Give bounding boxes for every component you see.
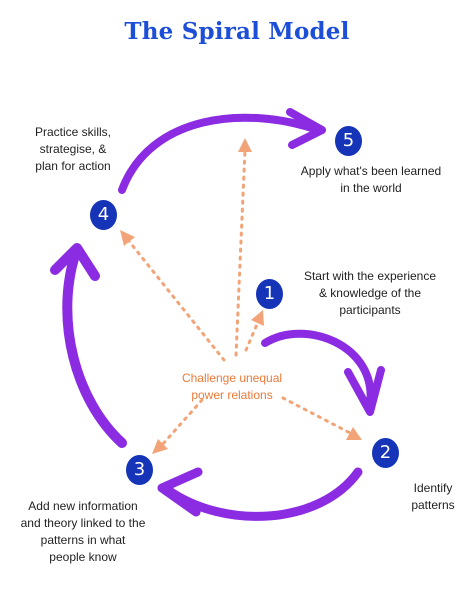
dotted-arrow-to-1 (244, 320, 260, 352)
dotted-arrowhead-5 (238, 138, 252, 152)
step-5-badge: 5 (335, 126, 362, 156)
dotted-arrowhead-3 (152, 439, 168, 454)
step-1-badge: 1 (256, 279, 283, 309)
step-2-badge: 2 (372, 438, 399, 468)
spiral-arrow-3-to-4 (62, 250, 127, 448)
dotted-arrow-to-5 (234, 148, 247, 357)
step-4-caption: Practice skills, strategise, & plan for … (34, 125, 111, 173)
spiral-arrows (50, 108, 385, 521)
arrowhead-3 (157, 467, 203, 517)
dotted-arrowhead-1 (251, 310, 264, 326)
dotted-arrowhead-4 (120, 230, 135, 246)
step-5-caption: Apply what's been learned in the world (300, 164, 442, 195)
arrowhead-4 (50, 243, 100, 281)
step-4-badge: 4 (90, 200, 117, 230)
spiral-arrow-1-to-2 (261, 329, 375, 409)
arrowhead-2 (344, 366, 385, 416)
step-3-caption: Add new information and theory linked to… (20, 499, 146, 564)
dotted-arrow-to-4 (126, 238, 226, 362)
dotted-arrow-to-2 (281, 396, 354, 436)
center-label: Challenge unequal power relations (181, 371, 283, 402)
step-3-badge: 3 (126, 455, 153, 485)
arrowhead-5 (286, 108, 326, 149)
dotted-arrow-to-3 (160, 398, 204, 447)
spiral-arrow-4-to-5 (118, 113, 322, 194)
spiral-arrow-2-to-3 (163, 467, 363, 521)
dotted-arrowhead-2 (346, 427, 362, 440)
center-arrowheads (120, 138, 362, 454)
page-title: The Spiral Model (124, 18, 350, 45)
step-1-caption: Start with the experience & knowledge of… (303, 269, 437, 317)
step-2-caption: Identify patterns (411, 481, 455, 512)
center-arrows (126, 148, 354, 447)
